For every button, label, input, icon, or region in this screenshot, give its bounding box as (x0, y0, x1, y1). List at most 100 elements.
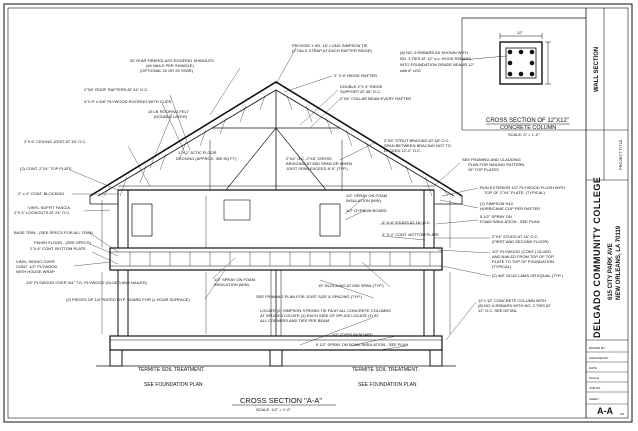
callout-shingles: 30 YEAR FIBERGLASS ROOFING SHINGLES (#4 … (130, 58, 215, 73)
strut-right (275, 127, 327, 191)
callout-felt-1: 15 LB ROOFING FELT (148, 109, 189, 114)
callout-spray-foam-upper-2: INSULATION (MIN) (346, 198, 381, 203)
pier-center (269, 349, 283, 367)
callout-cladding-2: PLAN FOR NAILING PATTERN (468, 162, 524, 167)
callout-attic-decking-2: DECKING (APPROX. 300 SQ FT) (176, 156, 237, 161)
callout-plywood-cont-1: 1/2" PLYWOOD (CONT.) GLUED (492, 249, 551, 254)
callout-vinyl-siding-3: WITH HOUSE WRAP (16, 269, 55, 274)
callout-cladding-3: OF TOP PLATES (468, 167, 499, 172)
callout-ridge-support-2: SUPPORT AT 48" O.C. (340, 89, 381, 94)
callout-simpson-tie: PROVIDE 1 HD. 16" LONG SIMPSON TIE (2 TA… (292, 43, 373, 53)
callout-cladding-1: SEE FRAMING AND CLADDING (462, 157, 521, 162)
page-number: 2/3 (620, 412, 625, 416)
callout-plywood-roof: 4"X 8" x 5/8" PLYWOOD ROOFING WITH CLIPS (84, 99, 172, 104)
wall-section-label: WALL SECTION (594, 47, 600, 92)
callout-simpson-pa-1: LOCATE (2) SIMPSON STRONG TIE PA AT ALL … (260, 308, 391, 313)
callout-felt: 15 LB ROOFING FELT (DOUBLE LAYER) (148, 109, 190, 119)
callout-cross-bridging-2: BRIDGING AT MID SPAN OR WHEN (286, 161, 352, 166)
callout-ceiling-joist: 2"X 6" CEILING JOIST AT 16" O.C. (24, 139, 87, 144)
callout-shingles-3: (OPTIONAL 20 OR 25 YEAR) (140, 68, 194, 73)
callout-floor-plywood: 1/4" PLYWOOD OVER 3/4" T.G. PLYWOOD (GLU… (26, 280, 148, 285)
window-upper-right (319, 203, 341, 237)
callout-ridge-rafter: 2" X 8" RIDGE RAFTER (334, 73, 377, 78)
callout-cross-bridging-3: JOIST SPAN EXCEED 8'-0" (TYP.) (286, 166, 348, 171)
callout-ext-plywood: RUN EXTERIOR 1/2" PLYWOOD FLUSH WITH TOP… (480, 185, 566, 195)
callout-ridge-support: DOUBLE 2"X 4" RIDGE SUPPORT AT 48" O.C. (340, 84, 384, 94)
pier-left (109, 349, 123, 367)
callout-simpson-pa-3: ALL CORNERS AND TIES PER BEAM (260, 318, 329, 323)
callout-ext-plywood-2: TOP OF 2"X4" PLATE. (TYPICAL) (484, 190, 546, 195)
roof (89, 81, 463, 205)
leader-lines (69, 47, 491, 351)
callout-spray-foam-upper: 1/2" SPRAY ON FOAM INSULATION (MIN) (346, 193, 388, 203)
callout-collar-beam: 2"X6" COLLAR BEAM EVERY RAFTER (340, 96, 411, 101)
callout-top-plate: (2) CONT. 2"X4" TOP PLATE (20, 166, 72, 171)
callout-studs: 2" X 4" STUDS AT 16" O.C. (382, 220, 431, 225)
strut-left (225, 127, 277, 191)
termite-left: TERMITE SOIL TREATMENT. (138, 367, 205, 373)
address-line-1: 615 CITY PARK AVE (608, 243, 614, 300)
callout-hurricane-clip-1: (1) SIMPSON H10 (480, 201, 514, 206)
column-subtitle: CONCRETE COLUMN (500, 125, 556, 131)
college-name: DELGADO COMMUNITY COLLEGE (592, 177, 602, 338)
column-detail: 12" CROSS SECTION OF 12"X12" CONCRETE CO… (400, 17, 586, 137)
callout-plywood-cont-4: (TYPICAL) (492, 264, 512, 269)
right-upper-wall (423, 189, 435, 249)
left-upper-wall (117, 189, 129, 249)
callout-soffit-2: 2"X 4" LOOKOUTS AT 24" O.C. (14, 210, 70, 215)
callout-simpson-pa: LOCATE (2) SIMPSON STRONG TIE PA AT ALL … (260, 308, 392, 323)
tb-row-6: SHEET (589, 397, 599, 401)
callout-spray-foam-right-2: FOAM INSULATION - SEE PLAN (480, 219, 540, 224)
roof-top-line (89, 81, 463, 197)
callout-spray-foam-upper-1: 1/2" SPRAY ON FOAM (346, 193, 387, 198)
rebar-note-1: (8) NO. 6 REBARS AS SHOWN WITH (400, 50, 468, 55)
rebar-note-4: with 6" LEG (400, 68, 421, 73)
tb-row-1: DRAWN BY (589, 346, 605, 350)
callouts: 30 YEAR FIBERGLASS ROOFING SHINGLES (#4 … (14, 43, 566, 347)
callout-hurricane-clip: (1) SIMPSON H10 HURRICANE CLIP PER RAFTE… (480, 201, 540, 211)
callout-cladding: SEE FRAMING AND CLADDING PLAN FOR NAILIN… (462, 157, 525, 172)
tb-row-5: JOB NO. (589, 386, 601, 390)
callout-shingles-1: 30 YEAR FIBERGLASS ROOFING SHINGLES (130, 58, 214, 63)
callout-ext-plywood-1: RUN EXTERIOR 1/2" PLYWOOD FLUSH WITH (480, 185, 565, 190)
foundation-right: SEE FOUNDATION PLAN (358, 382, 417, 388)
tb-row-3: DATE (589, 366, 597, 370)
callout-soffit-1: VINYL SOFFIT FASCIA (28, 205, 70, 210)
callout-bottom-plate: 2"X 6" CONT. BOTTOM PLATE (30, 246, 86, 251)
callout-attic-decking-1: 1 "x 1" ATTIC FLOOR (178, 150, 217, 155)
column-title: CROSS SECTION OF 12"X12" (486, 118, 569, 124)
project-title-label: PROJECT TITLE (618, 139, 623, 170)
callout-strut-bracing: 2"X6" STRUT BRACING AT 48" O.C. SPAN BET… (384, 138, 452, 153)
callout-spray-foam-right-1: 5 1/2" SPRAY ON (480, 214, 512, 219)
callout-simpson-pa-2: AT SPLICES LOCATE (1) EACH SIDE OF SPLIC… (260, 313, 379, 318)
main-scale: SCALE: 1/2" = 1'-0" (256, 407, 291, 412)
callout-gypsum-upper: 1/2" GYPSUM BOARD (346, 208, 387, 213)
column-dim: 12" (517, 30, 523, 35)
callout-simpson-tie-1: PROVIDE 1 HD. 16" LONG SIMPSON TIE (292, 43, 368, 48)
rebar-note-3: INTO FOUNDATION GRADE BEAMS 12" (400, 62, 475, 67)
tb-row-4: SCALE (589, 376, 599, 380)
callout-shingles-2: (#4 NAILS PER SHINGLE) (146, 63, 194, 68)
rebar-note: (8) NO. 6 REBARS AS SHOWN WITH NO. 3 TIE… (400, 50, 475, 73)
callout-strut-bracing-2: SPAN BETWEEN BRACING NOT TO (384, 143, 451, 148)
inner-border (7, 7, 629, 419)
callout-joist-size: SEE FRAMING PLAN FOR JOIST SIZE & SPACIN… (256, 294, 362, 299)
rebar-note-2: NO. 3 TIES AT 12" o.c. HOOK REBARS (400, 56, 471, 61)
callout-cross-bridging-1: 2"X4" O.C. 2"X6" CROSS (286, 156, 332, 161)
callout-soffit: VINYL SOFFIT FASCIA 2"X 4" LOOKOUTS AT 2… (14, 205, 71, 215)
callout-finish-floor: FINISH FLOOR - (SEE SPECS) (34, 240, 92, 245)
callout-vinyl-siding-1: VINYL SIDING OVER (16, 259, 55, 264)
column-scale: SCALE: 3" = 1'-0" (508, 132, 540, 137)
callout-spray-foam-lower: 1/2" SPRAY ON FOAM INSULATION (MIN) (214, 277, 256, 287)
callout-ridge-support-1: DOUBLE 2"X 4" RIDGE (340, 84, 383, 89)
second-floor-system (109, 247, 443, 271)
pier-right (429, 349, 443, 367)
callout-plywood-cont: 1/2" PLYWOOD (CONT.) GLUED AND NAILED FR… (492, 249, 555, 269)
callout-felt-2: (DOUBLE LAYER) (154, 114, 188, 119)
callout-studs-floors-2: (FIRST AND SECOND FLOOR) (492, 239, 549, 244)
callout-studs-floors-1: 2"X4" STUDS AT 16" O.C. (492, 234, 539, 239)
right-lower-wall (423, 269, 435, 337)
callout-studs-floors: 2"X4" STUDS AT 16" O.C. (FIRST AND SECON… (492, 234, 549, 244)
callout-strut-bracing-1: 2"X6" STRUT BRACING AT 48" O.C. (384, 138, 450, 143)
